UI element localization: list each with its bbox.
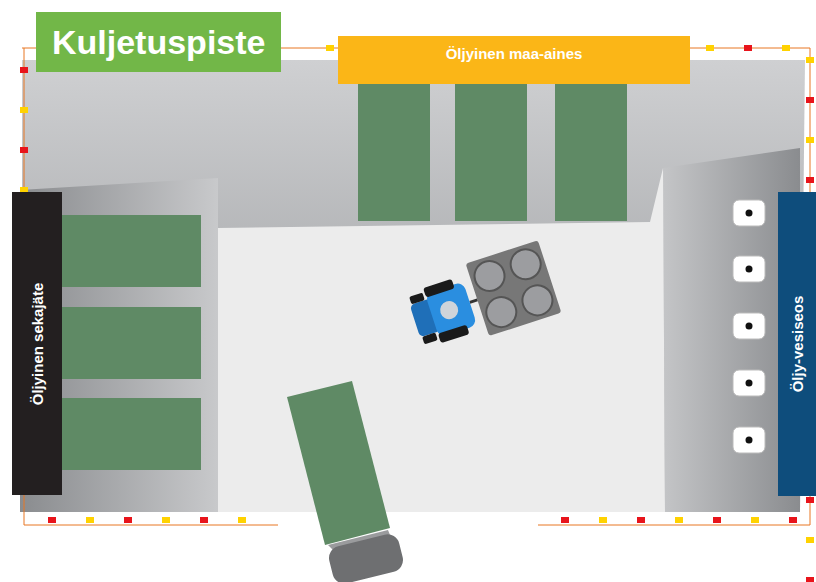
fence-marker bbox=[806, 57, 814, 63]
fence-marker bbox=[200, 517, 208, 523]
fence-marker bbox=[782, 45, 790, 51]
fence-marker bbox=[806, 577, 814, 582]
fence-marker bbox=[162, 517, 170, 523]
fence-marker bbox=[751, 517, 759, 523]
fence-marker bbox=[806, 497, 814, 503]
fence-marker bbox=[744, 45, 752, 51]
fence-marker bbox=[20, 107, 28, 113]
fence-marker bbox=[86, 517, 94, 523]
fence-marker bbox=[20, 67, 28, 73]
fence bbox=[20, 45, 814, 582]
category-band: Öljyinen maa-aines bbox=[338, 36, 690, 84]
category-band: Öljy-vesiseos bbox=[778, 192, 816, 496]
containers bbox=[55, 73, 627, 545]
title-box: Kuljetuspiste bbox=[36, 12, 281, 72]
fence-marker bbox=[713, 517, 721, 523]
tractor-with-barrels bbox=[403, 240, 562, 356]
fence-marker bbox=[326, 45, 334, 51]
ground-area bbox=[22, 60, 805, 512]
tanks bbox=[733, 200, 765, 453]
category-band: Öljyinen sekajäte bbox=[12, 192, 62, 495]
band-label: Öljyinen sekajäte bbox=[29, 282, 46, 405]
fence-marker bbox=[48, 517, 56, 523]
fence-marker bbox=[806, 537, 814, 543]
fence-marker bbox=[675, 517, 683, 523]
fence-marker bbox=[806, 97, 814, 103]
fence-marker bbox=[706, 45, 714, 51]
band-label: Öljy-vesiseos bbox=[789, 296, 806, 393]
fence-marker bbox=[238, 517, 246, 523]
truck-cab bbox=[326, 530, 405, 582]
fence-marker bbox=[124, 517, 132, 523]
fence-marker bbox=[806, 177, 814, 183]
band-label: Öljyinen maa-aines bbox=[338, 36, 690, 62]
fence-marker bbox=[637, 517, 645, 523]
fence-marker bbox=[789, 517, 797, 523]
fence-marker bbox=[20, 147, 28, 153]
fence-marker bbox=[599, 517, 607, 523]
title-text: Kuljetuspiste bbox=[52, 20, 265, 64]
fence-marker bbox=[561, 517, 569, 523]
fence-marker bbox=[806, 137, 814, 143]
